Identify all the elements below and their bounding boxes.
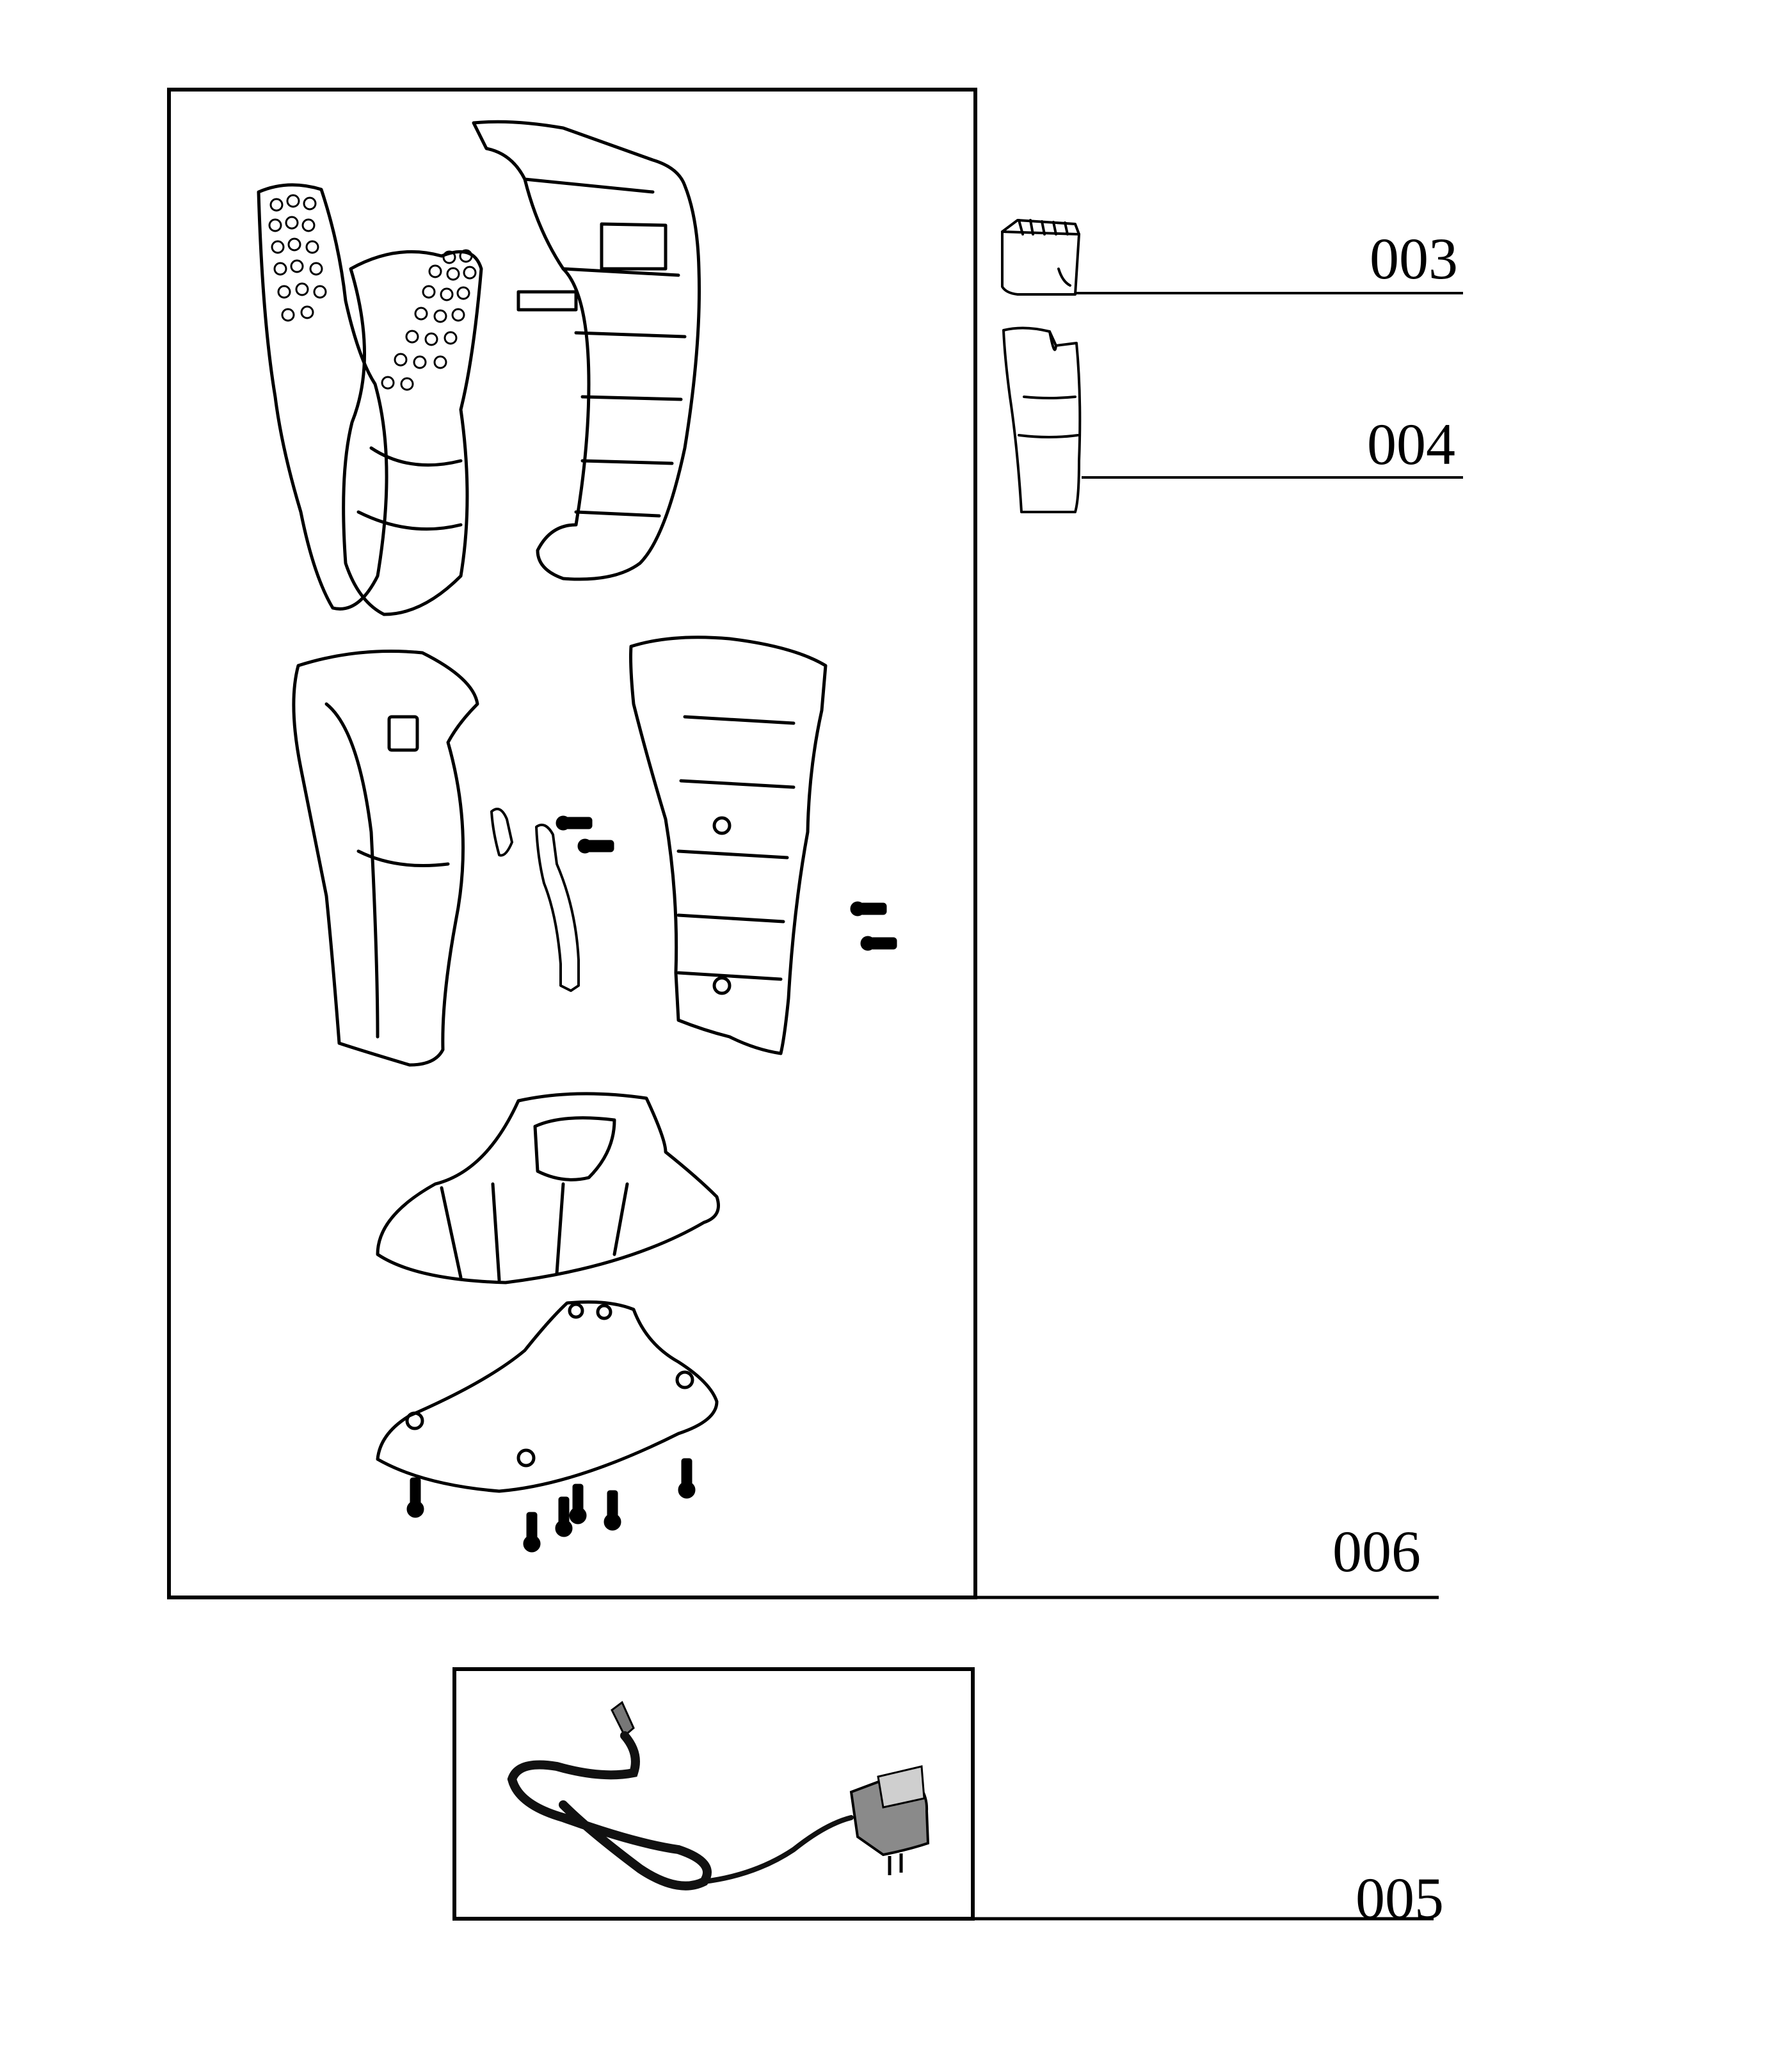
part-number-004: 004 [1367,412,1455,477]
stand-base [376,1300,719,1493]
power-adapter [507,1700,930,1891]
part-number-003: 003 [1370,226,1458,291]
part-number-005: 005 [1356,1866,1444,1931]
back-cover [629,636,828,1055]
part-number-006: 006 [1332,1519,1421,1584]
part-004-sleeve [1002,326,1082,513]
rear-shell [292,650,479,1067]
part-003-brush-head [1001,219,1080,296]
screws-base [406,1458,696,1553]
perforation-dots [268,194,477,391]
screws-middle [556,815,897,951]
adapter-frame [452,1667,975,1921]
stand-upper-shroud [376,1092,720,1284]
contact-clips [490,808,580,992]
inner-chassis [472,120,701,581]
front-shell-perforated [257,183,483,616]
housing-assembly-frame [167,88,977,1599]
